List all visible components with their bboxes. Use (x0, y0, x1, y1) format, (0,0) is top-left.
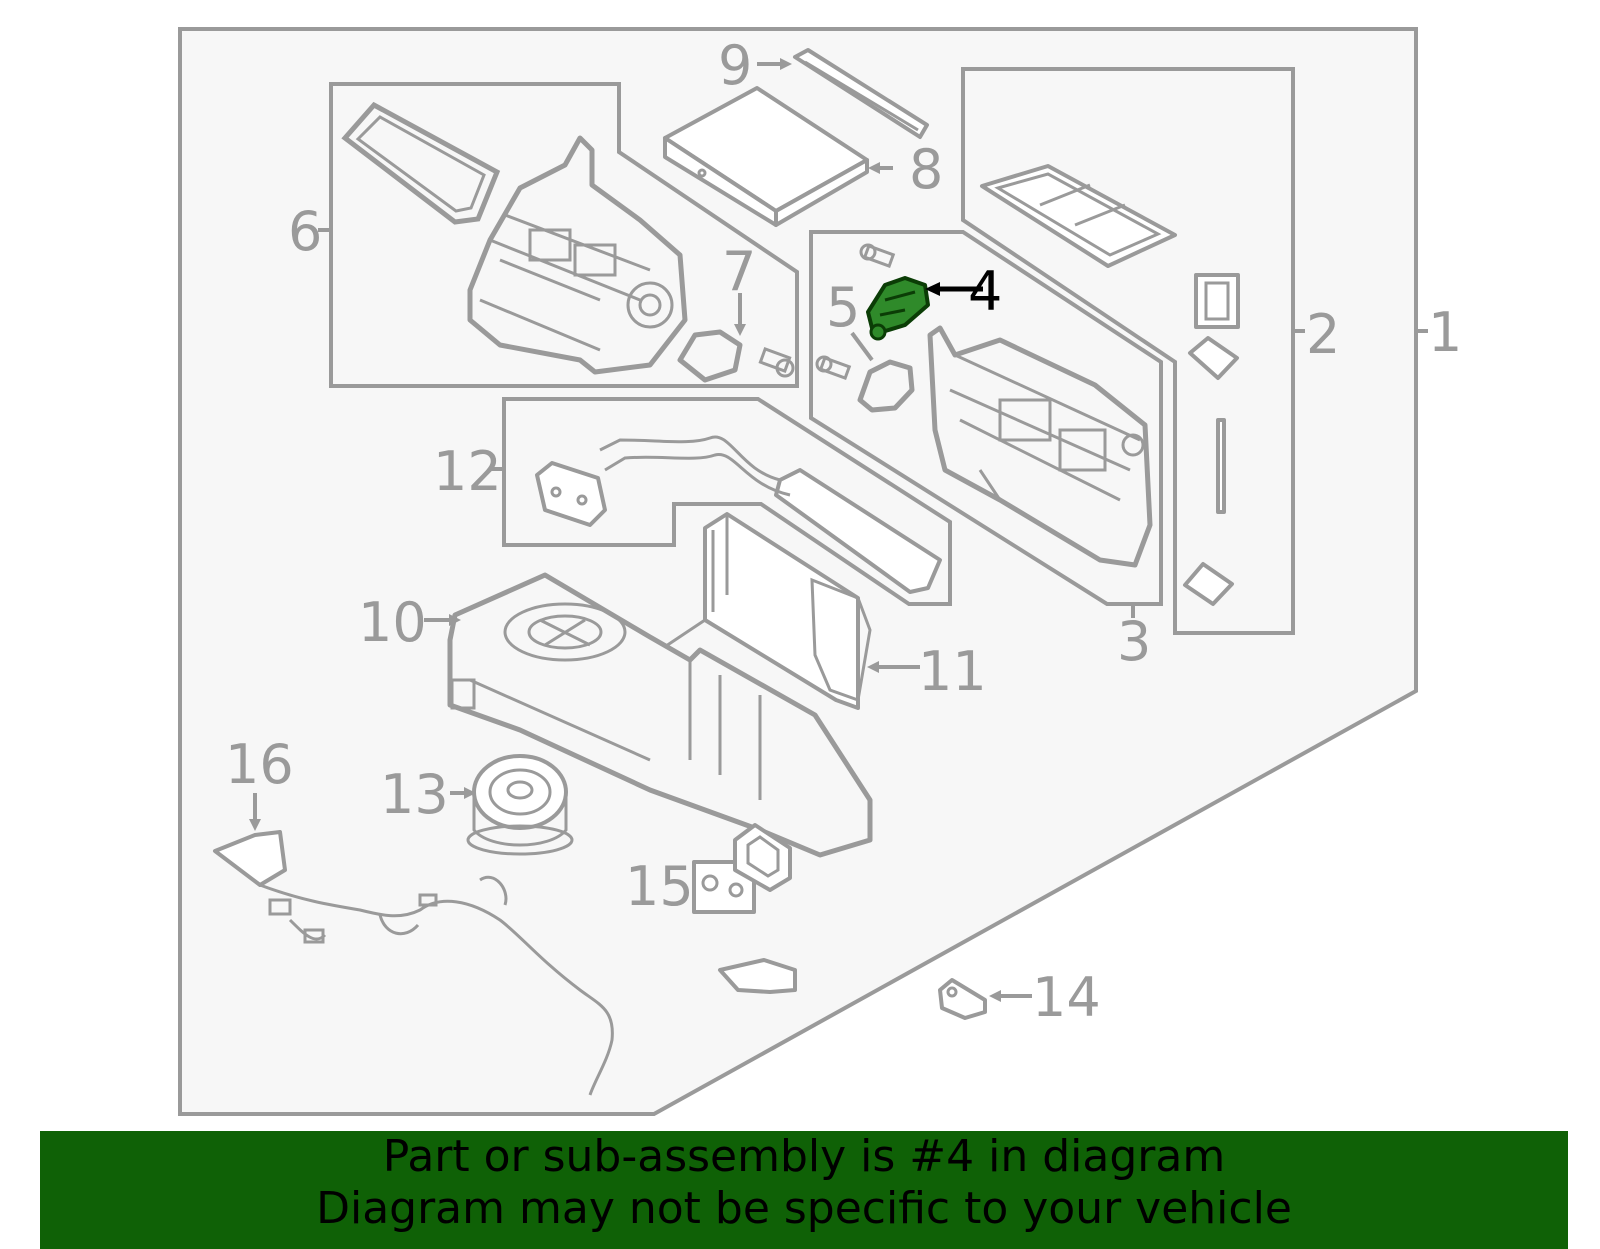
part-9-bracket (793, 48, 929, 139)
callout-1: 1 (1428, 301, 1462, 364)
part-bracket (718, 958, 797, 994)
callout-2: 2 (1306, 303, 1340, 366)
info-banner: Part or sub-assembly is #4 in diagram Di… (40, 1131, 1568, 1249)
callout-5: 5 (826, 276, 860, 339)
banner-line-1: Part or sub-assembly is #4 in diagram (382, 1131, 1226, 1182)
callout-7: 7 (722, 240, 756, 303)
part-3-housing (927, 325, 1153, 568)
callout-6: 6 (288, 200, 322, 263)
part-12-duct (535, 435, 942, 594)
callout-9: 9 (718, 34, 752, 97)
subassembly-box-3 (809, 230, 1163, 606)
part-6-gasket (341, 101, 501, 225)
leader-lines (249, 58, 1428, 1002)
part-10-blower-housing (447, 572, 873, 858)
callout-8: 8 (909, 138, 943, 201)
callout-12: 12 (433, 440, 502, 503)
callout-4[interactable]: 4 (968, 260, 1002, 323)
parts-diagram: 1 2 3 4 5 6 7 8 9 10 11 12 13 14 15 16 (178, 27, 1462, 1116)
subassembly-box-6 (329, 82, 799, 388)
subassembly-box-12 (502, 397, 952, 606)
subassembly-box-2 (961, 67, 1295, 635)
callout-13: 13 (380, 763, 449, 826)
banner-line-2: Diagram may not be specific to your vehi… (316, 1183, 1292, 1234)
part-4-highlighted[interactable] (866, 276, 930, 341)
callout-11: 11 (918, 640, 987, 703)
part-8-filter (663, 86, 869, 227)
callout-labels: 1 2 3 4 5 6 7 8 9 10 11 12 13 14 15 16 (225, 34, 1462, 1029)
part-6-housing (467, 135, 688, 375)
part-14-sensor (938, 978, 987, 1020)
callout-3: 3 (1117, 610, 1151, 673)
part-16-wire-harness (213, 830, 614, 1096)
part-5-actuator (815, 243, 915, 413)
part-7-actuator (677, 329, 795, 383)
callout-14: 14 (1032, 966, 1101, 1029)
part-15-gasket (692, 823, 792, 914)
callout-15: 15 (625, 855, 694, 918)
part-11-evaporator (654, 512, 872, 710)
callout-16: 16 (225, 733, 294, 796)
callout-10: 10 (358, 591, 427, 654)
part-2-frame (980, 164, 1240, 606)
